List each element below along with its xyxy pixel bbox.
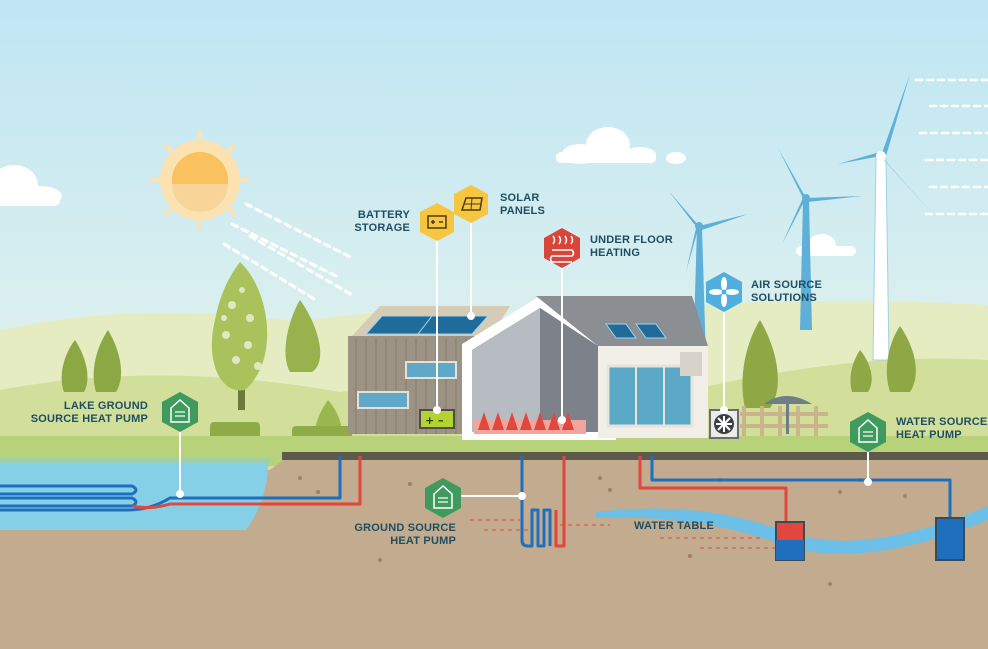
label-line: UNDER FLOOR (590, 234, 673, 246)
svg-text:+ –: + – (425, 414, 444, 427)
solar-panel-icon (454, 185, 488, 223)
label-line: HEAT PUMP (390, 535, 456, 547)
heat-arrows (478, 412, 574, 430)
label-line: STORAGE (354, 222, 410, 234)
label-under-floor-heating: UNDER FLOOR HEATING (590, 234, 673, 260)
air-source-unit (709, 409, 739, 439)
tree (285, 300, 321, 372)
sun-rays (222, 202, 356, 302)
heat-pump-house-icon (425, 478, 461, 518)
cloud-icon (0, 165, 62, 206)
label-line: PANELS (500, 205, 546, 217)
heat-pump-house-icon (162, 392, 198, 432)
fence (740, 406, 828, 436)
parasol (764, 396, 812, 434)
tree (742, 320, 916, 408)
cloud-icon (796, 234, 856, 256)
fan-icon (706, 272, 742, 312)
label-ground-source-heat-pump: GROUND SOURCE HEAT PUMP (352, 522, 456, 548)
sun-icon (150, 130, 250, 230)
wind-lines (914, 78, 988, 216)
heat-pump-house-icon (850, 412, 886, 452)
label-line: SOLUTIONS (751, 292, 817, 304)
label-line: HEATING (590, 247, 641, 259)
label-solar-panels: SOLAR PANELS (500, 192, 545, 218)
label-line: HEAT PUMP (896, 429, 962, 441)
label-line: WATER TABLE (634, 520, 715, 532)
lake-shore (0, 458, 270, 464)
solar-panel (364, 315, 490, 335)
house: + – (348, 296, 739, 440)
tree (61, 330, 122, 392)
label-air-source-solutions: AIR SOURCE SOLUTIONS (751, 279, 822, 305)
wind-turbine (668, 190, 748, 360)
label-line: SOURCE HEAT PUMP (30, 413, 148, 425)
label-lake-ground-source-heat-pump: LAKE GROUND SOURCE HEAT PUMP (30, 400, 148, 426)
tree (211, 262, 268, 410)
underfloor-heating-icon (544, 228, 580, 268)
battery-icon (420, 203, 454, 241)
label-line: AIR SOURCE (751, 279, 823, 291)
label-battery-storage: BATTERY STORAGE (340, 209, 410, 235)
label-line: WATER SOURCE (896, 416, 988, 428)
water-table (596, 506, 988, 554)
well (775, 517, 965, 561)
pipes (0, 456, 952, 548)
wind-turbine (838, 74, 940, 361)
wind-turbine (778, 148, 862, 330)
cloud-icon (556, 127, 686, 164)
lake (0, 462, 268, 530)
label-line: GROUND SOURCE (354, 522, 456, 534)
label-line: BATTERY (357, 209, 410, 221)
label-line: LAKE GROUND (63, 400, 148, 412)
label-line: SOLAR (500, 192, 540, 204)
callout-lines (176, 220, 872, 500)
label-water-source-heat-pump: WATER SOURCE HEAT PUMP (896, 416, 987, 442)
soil-surface (282, 452, 988, 460)
label-water-table: WATER TABLE (634, 520, 714, 533)
